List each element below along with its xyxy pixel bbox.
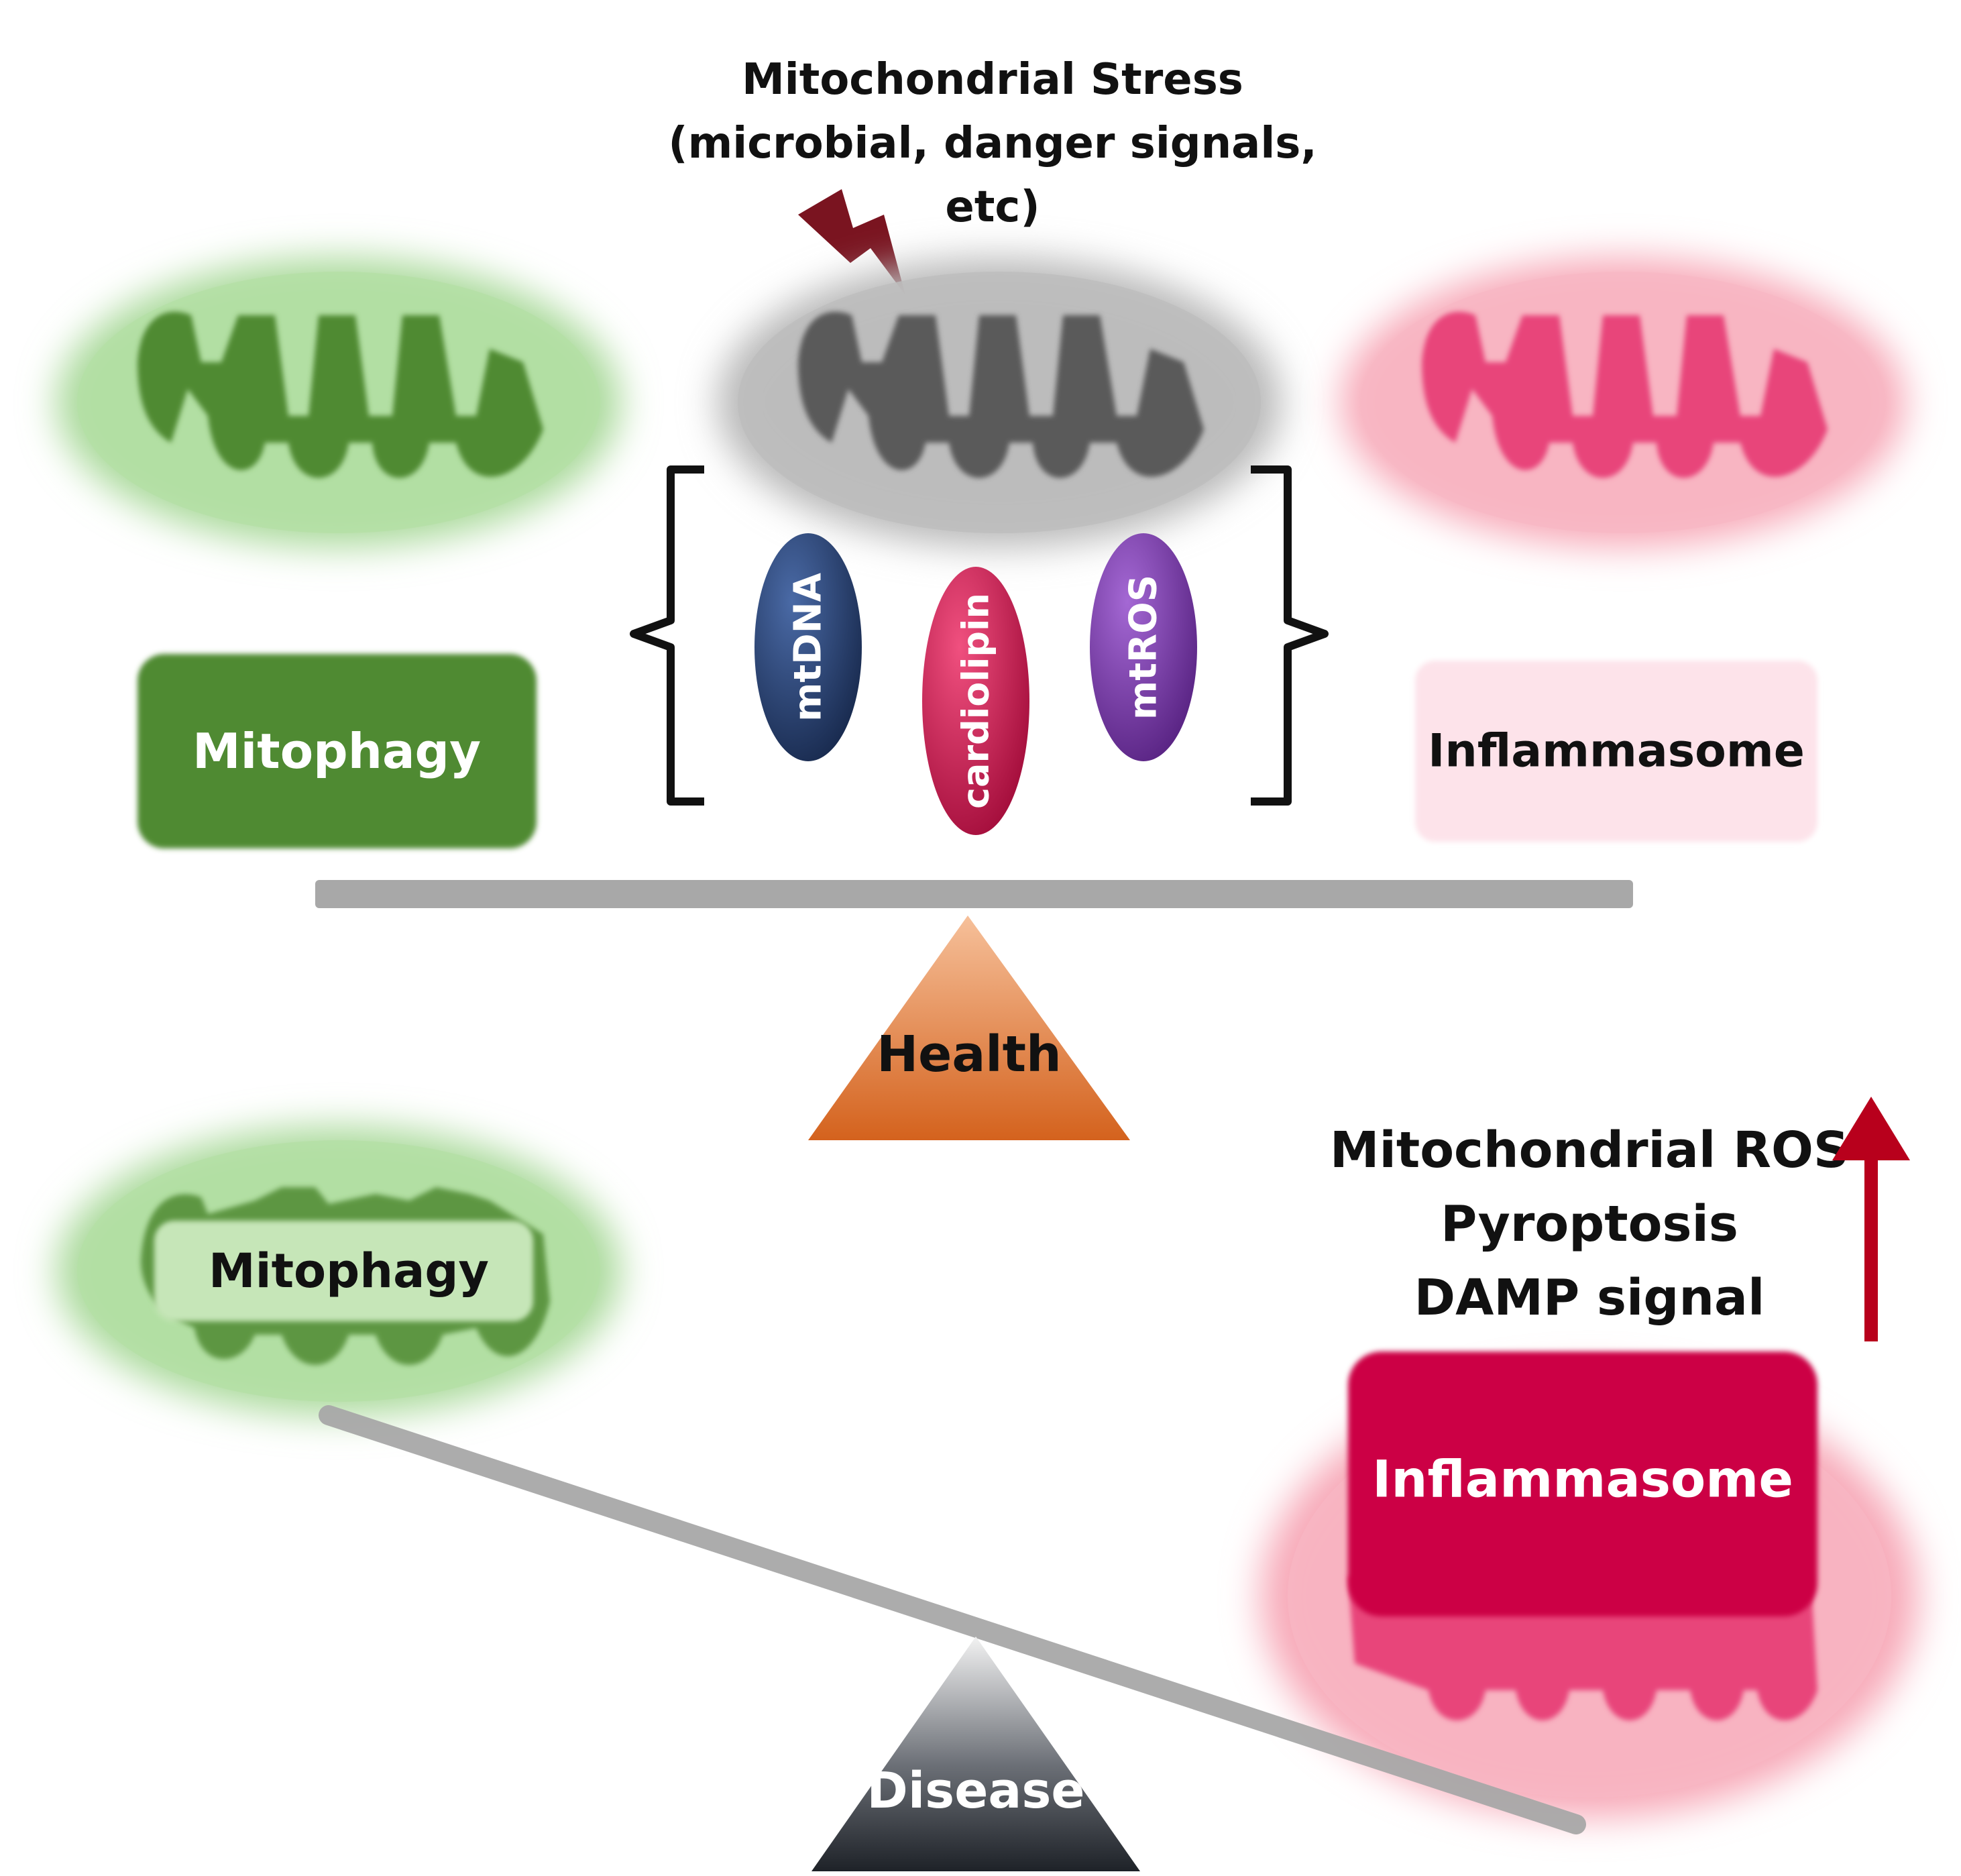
cristae-icon (137, 311, 543, 478)
stress-detail: (microbial, danger signals, (668, 119, 1316, 168)
cardiolipin-molecule: cardiolipin (922, 567, 1029, 835)
mtros-label: mtROS (1122, 575, 1166, 720)
health-mitophagy-label: Mitophagy (192, 723, 481, 779)
health-mitophagy-box: Mitophagy (137, 654, 537, 848)
health-inflammasome-label: Inflammasome (1428, 725, 1805, 778)
increase-item-2: Pyroptosis (1441, 1195, 1738, 1253)
disease-fulcrum: Disease (811, 1637, 1140, 1871)
health-inflammasome-box: Inflammasome (1415, 661, 1817, 842)
cristae-icon (1422, 311, 1828, 478)
disease-mitophagy-box: Mitophagy (154, 1221, 533, 1321)
cardiolipin-label: cardiolipin (955, 593, 997, 809)
disease-inflammasome-label: Inflammasome (1372, 1449, 1793, 1509)
increase-item-3: DAMP signal (1414, 1269, 1765, 1327)
disease-fulcrum-label: Disease (866, 1762, 1084, 1820)
cristae-icon (798, 311, 1204, 478)
up-arrow-icon (1832, 1097, 1910, 1341)
disease-mitophagy-label: Mitophagy (209, 1244, 489, 1299)
health-beam (315, 880, 1633, 908)
disease-inflammasome-box: Inflammasome (1348, 1351, 1817, 1616)
mtdna-label: mtDNA (787, 572, 830, 721)
left-brace (630, 465, 704, 806)
mitochondrion-green (57, 258, 620, 547)
lightning-bolt-icon (798, 189, 905, 295)
mtdna-molecule: mtDNA (754, 533, 862, 761)
health-fulcrum: Health (808, 916, 1130, 1140)
mitochondrion-pink (1341, 258, 1905, 547)
disease-beam (319, 1405, 1586, 1834)
stress-title: Mitochondrial Stress (742, 55, 1243, 105)
stress-detail-end: etc) (945, 182, 1040, 232)
health-fulcrum-label: Health (877, 1026, 1061, 1083)
increase-item-1: Mitochondrial ROS (1330, 1121, 1849, 1179)
right-brace (1251, 465, 1329, 806)
mitochondrion-grey (718, 258, 1281, 547)
mtros-molecule: mtROS (1090, 533, 1197, 761)
